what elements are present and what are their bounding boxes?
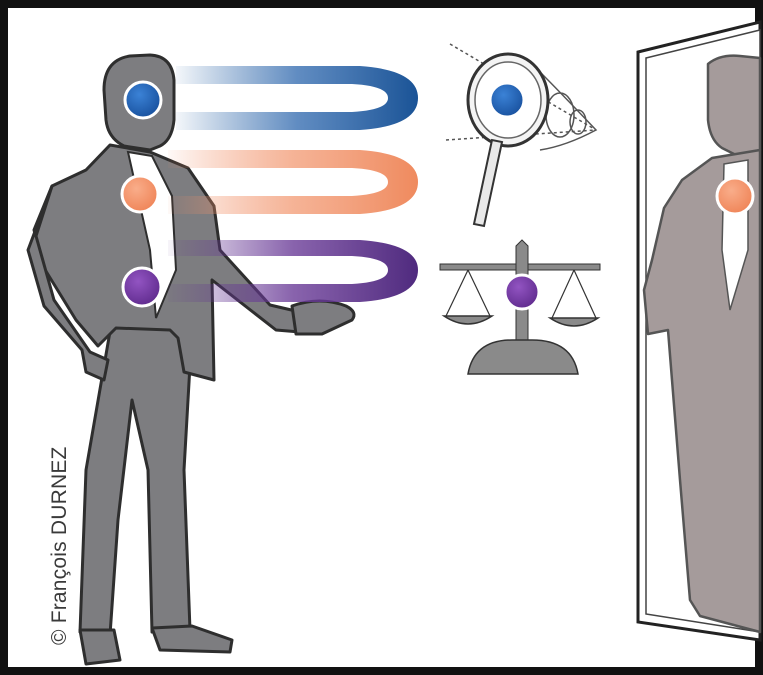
head-dot — [125, 82, 161, 118]
hand-dot — [123, 268, 161, 306]
magnifying-glass-icon — [446, 44, 596, 226]
band-blue — [176, 66, 418, 130]
glass-dot — [490, 83, 524, 117]
band-orange — [168, 150, 418, 214]
reflection-heart-dot — [717, 178, 753, 214]
copyright-credit: © François DURNEZ — [48, 446, 72, 645]
scale-dot — [505, 275, 539, 309]
person-figure-icon — [28, 55, 354, 664]
heart-dot — [122, 176, 158, 212]
